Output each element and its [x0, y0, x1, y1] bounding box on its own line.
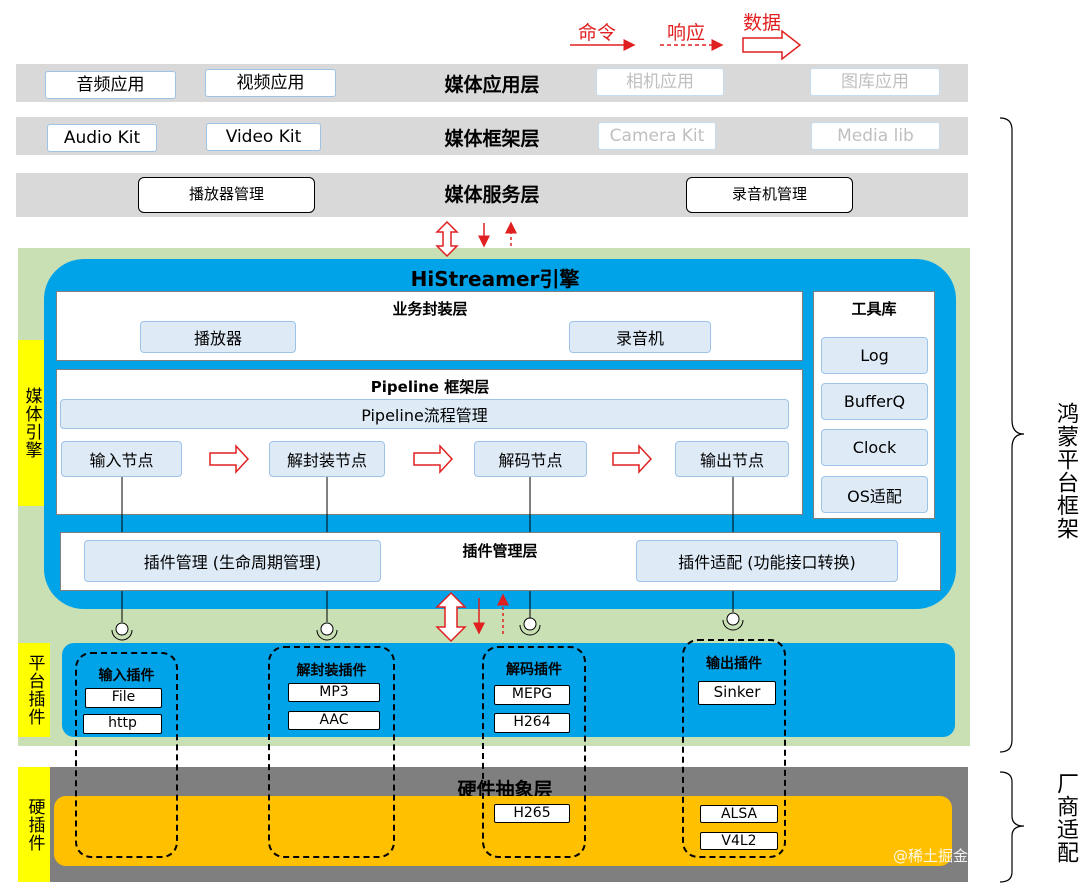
engine-plugin-data-arrow [435, 591, 467, 643]
platform-plugins-side-label: 平台插件 [18, 643, 50, 737]
legend-data-arrow [742, 29, 802, 61]
media-lib: Media lib [811, 122, 940, 150]
output-plugin-group [682, 639, 786, 858]
media-framework-layer-title: 媒体框架层 [444, 128, 540, 150]
hardware-plugins-side-text: 硬插件 [24, 797, 45, 852]
output-plugin-interface [722, 591, 744, 631]
plugin-management-title: 插件管理层 [462, 542, 538, 560]
histreamer-engine-title: HiStreamer引擎 [410, 267, 580, 291]
watermark: @稀土掘金技术社区 [893, 847, 1029, 865]
pipeline-arrow-3 [612, 444, 653, 474]
pipeline-flow-manager: Pipeline流程管理 [60, 399, 789, 429]
service-engine-data-arrow [435, 220, 459, 258]
plugin-aac: AAC [288, 711, 380, 730]
hardware-abstraction-title: 硬件抽象层 [457, 779, 553, 801]
pipeline-framework-title: Pipeline 框架层 [370, 378, 490, 396]
recorder-manager: 录音机管理 [686, 177, 853, 213]
output-node: 输出节点 [675, 441, 789, 477]
decode-plugin-title: 解码插件 [506, 662, 562, 678]
media-engine-side-text: 媒体引擎 [21, 387, 42, 459]
plugin-http: http [83, 714, 162, 734]
camera-app: 相机应用 [596, 68, 724, 96]
pipeline-arrow-1 [209, 444, 250, 474]
recorder-node: 录音机 [569, 321, 711, 353]
plugin-mp3: MP3 [288, 683, 380, 702]
input-plugin-interface [111, 591, 133, 641]
demux-plugin-group [268, 646, 395, 858]
vendor-adaptation-brace [999, 771, 1025, 883]
output-plugin-title: 输出插件 [706, 656, 762, 672]
legend-response-label: 响应 [667, 22, 706, 44]
tool-clock: Clock [821, 429, 928, 466]
input-plugin-group [75, 652, 178, 858]
plugin-h265: H265 [494, 804, 570, 823]
demux-plugin-title: 解封装插件 [296, 663, 367, 679]
audio-kit: Audio Kit [47, 124, 157, 152]
video-app: 视频应用 [205, 69, 336, 97]
legend-command-label: 命令 [578, 22, 617, 44]
plugin-h264: H264 [494, 713, 570, 733]
camera-kit: Camera Kit [598, 122, 716, 150]
plugin-lifecycle-manager: 插件管理 (生命周期管理) [84, 540, 381, 582]
decode-plugin-group [482, 646, 586, 858]
tool-bufferq: BufferQ [821, 383, 928, 420]
plugin-file: File [85, 688, 162, 708]
tool-log: Log [821, 337, 928, 374]
input-plugin-title: 输入插件 [98, 668, 155, 684]
media-app-layer-title: 媒体应用层 [444, 74, 540, 96]
business-layer-title: 业务封装层 [392, 300, 468, 318]
legend-data-label: 数据 [743, 12, 782, 34]
demux-plugin-interface [316, 591, 338, 641]
media-service-layer-title: 媒体服务层 [444, 184, 540, 206]
media-framework-layer [16, 117, 968, 155]
hardware-plugins-side-label: 硬插件 [18, 767, 50, 882]
audio-app: 音频应用 [45, 71, 176, 99]
pipeline-arrow-2 [413, 444, 454, 474]
gallery-app: 图库应用 [810, 68, 940, 96]
plugin-mepg: MEPG [494, 685, 570, 705]
media-engine-side-label: 媒体引擎 [18, 340, 44, 506]
player-node: 播放器 [140, 321, 296, 353]
harmony-platform-framework-label: 鸿蒙平台框架 [1053, 402, 1078, 540]
plugin-sinker: Sinker [698, 681, 776, 705]
player-manager: 播放器管理 [138, 177, 315, 213]
input-node: 输入节点 [61, 441, 182, 477]
plugin-v4l2: V4L2 [700, 832, 778, 850]
plugin-alsa: ALSA [700, 805, 778, 823]
tool-library-title: 工具库 [851, 300, 897, 318]
demux-node: 解封装节点 [269, 441, 385, 477]
video-kit: Video Kit [206, 123, 321, 151]
tool-os-adapter: OS适配 [821, 476, 928, 513]
platform-framework-brace [999, 117, 1025, 753]
decode-plugin-interface [519, 591, 541, 636]
platform-plugins-side-text: 平台插件 [24, 654, 45, 726]
decode-node: 解码节点 [474, 441, 587, 477]
plugin-adapter: 插件适配 (功能接口转换) [636, 540, 898, 582]
vendor-adaptation-label: 厂商适配 [1053, 772, 1078, 864]
